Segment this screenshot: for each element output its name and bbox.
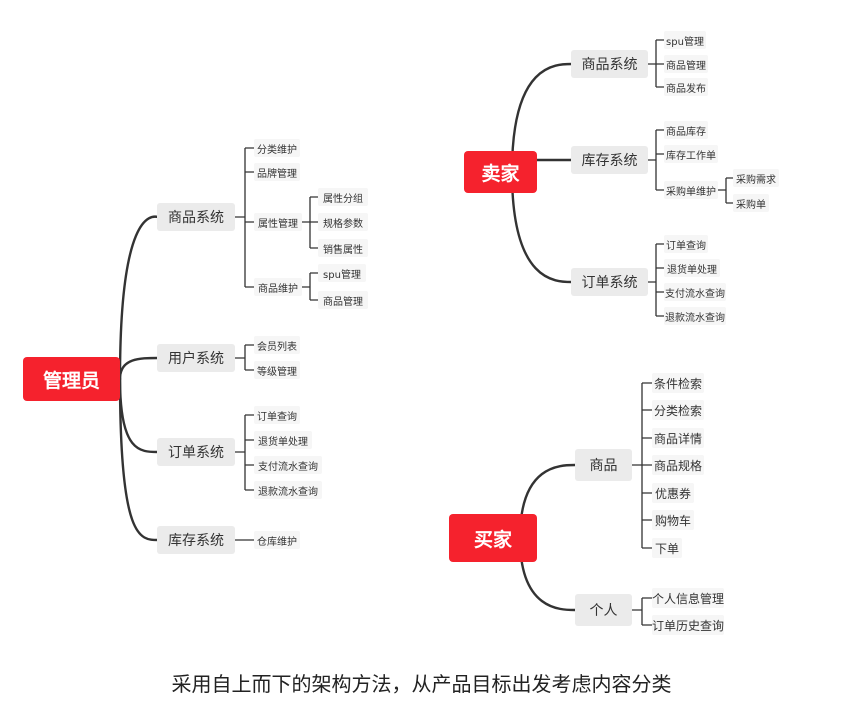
seller-order-query-node: 订单查询 [664, 235, 708, 253]
admin-attr-manage-node: 属性管理 [254, 213, 302, 231]
admin-category-maint-node: 分类维护 [254, 139, 300, 157]
buyer-goods-spec-node: 商品规格 [652, 455, 704, 475]
seller-purchase-need-node: 采购需求 [733, 169, 779, 187]
admin-brand-manage-node: 品牌管理 [254, 163, 300, 181]
buyer-filter-search-node: 条件检索 [652, 373, 704, 393]
admin-payment-flow-node: 支付流水查询 [254, 456, 322, 474]
seller-goods-manage-node: 商品管理 [664, 55, 708, 73]
seller-order-system-node: 订单系统 [571, 268, 648, 296]
seller-goods-inventory-node: 商品库存 [664, 121, 708, 139]
admin-level-manage-node: 等级管理 [254, 361, 300, 379]
buyer-cart-node: 购物车 [652, 510, 694, 530]
seller-purchase-order-node: 采购单 [733, 194, 769, 212]
buyer-goods-node: 商品 [575, 449, 632, 481]
admin-spec-params-node: 规格参数 [318, 213, 368, 231]
buyer-personal-info-node: 个人信息管理 [652, 588, 724, 608]
admin-refund-flow-node: 退款流水查询 [254, 481, 322, 499]
admin-sale-attr-node: 销售属性 [318, 239, 368, 257]
admin-return-order-node: 退货单处理 [254, 431, 312, 449]
admin-goods-manage-node: 商品管理 [318, 291, 368, 309]
seller-stock-system-node: 库存系统 [571, 146, 648, 174]
admin-user-system-node: 用户系统 [157, 344, 235, 372]
admin-product-maint-node: 商品维护 [254, 278, 302, 296]
admin-stock-system-node: 库存系统 [157, 526, 235, 554]
seller-product-system-node: 商品系统 [571, 50, 648, 78]
admin-order-system-node: 订单系统 [157, 438, 235, 466]
buyer-category-search-node: 分类检索 [652, 400, 704, 420]
seller-stock-worksheet-node: 库存工作单 [664, 145, 718, 163]
diagram-caption: 采用自上而下的架构方法，从产品目标出发考虑内容分类 [171, 672, 672, 696]
admin-warehouse-maint-node: 仓库维护 [254, 531, 300, 549]
buyer-root-node: 买家 [449, 514, 537, 562]
admin-spu-manage-node: spu管理 [318, 264, 366, 282]
seller-refund-flow-node: 退款流水查询 [664, 307, 726, 325]
buyer-personal-node: 个人 [575, 594, 632, 626]
seller-purchase-maint-node: 采购单维护 [664, 181, 718, 199]
buyer-place-order-node: 下单 [652, 538, 682, 558]
seller-root-node: 卖家 [464, 151, 537, 193]
admin-attr-group-node: 属性分组 [318, 188, 368, 206]
seller-spu-manage-node: spu管理 [664, 31, 706, 49]
buyer-goods-detail-node: 商品详情 [652, 428, 704, 448]
seller-return-order-node: 退货单处理 [664, 259, 720, 277]
buyer-coupon-node: 优惠券 [652, 483, 694, 503]
admin-order-query-node: 订单查询 [254, 406, 300, 424]
seller-goods-publish-node: 商品发布 [664, 78, 708, 96]
admin-member-list-node: 会员列表 [254, 336, 300, 354]
buyer-order-history-node: 订单历史查询 [652, 615, 724, 635]
admin-product-system-node: 商品系统 [157, 203, 235, 231]
seller-payment-flow-node: 支付流水查询 [664, 283, 726, 301]
admin-root-node: 管理员 [23, 357, 120, 401]
